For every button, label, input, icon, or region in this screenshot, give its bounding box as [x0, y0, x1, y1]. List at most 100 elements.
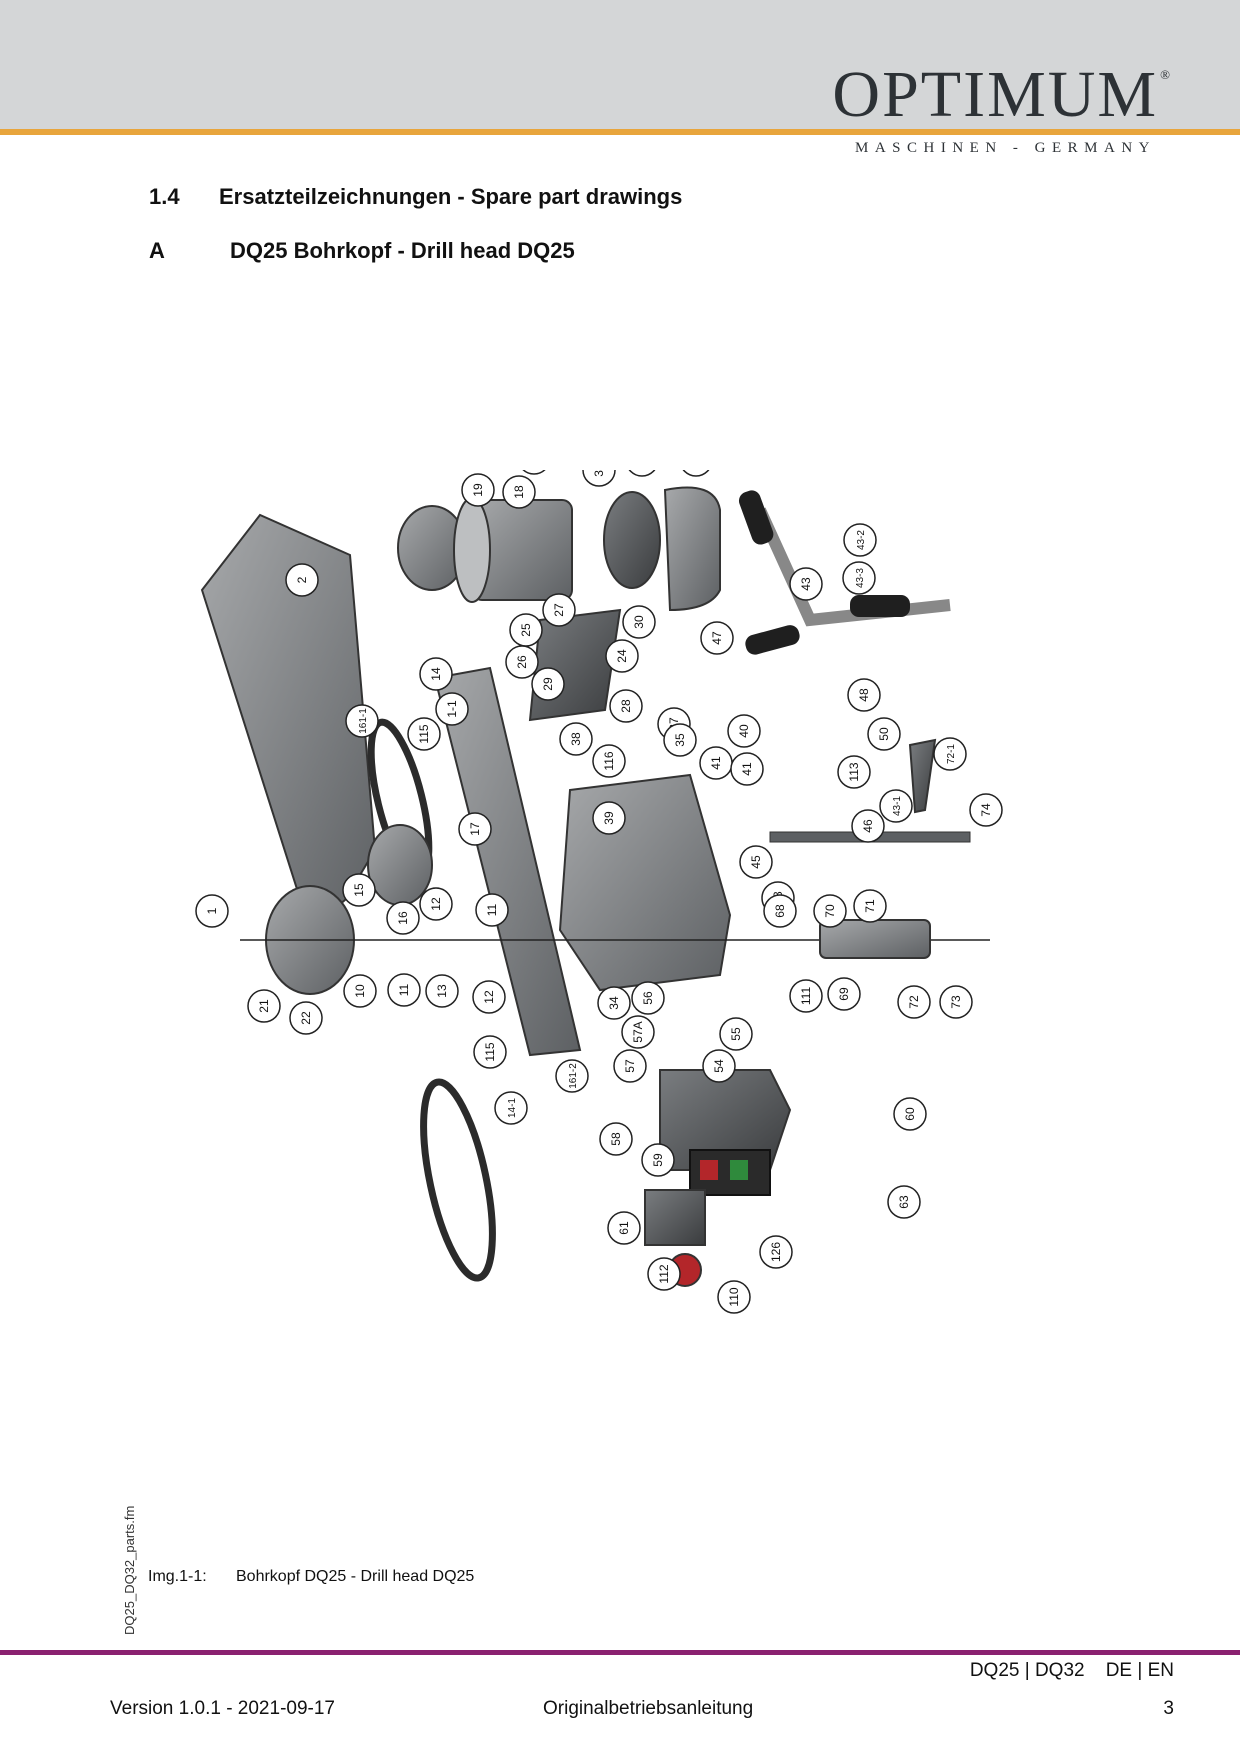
part-callout-label: 15	[352, 883, 366, 897]
part-callout-circle	[842, 561, 876, 595]
part-callout-label: 47	[710, 631, 724, 645]
section-number: 1.4	[149, 184, 180, 209]
part-callout-label: 11	[485, 903, 499, 916]
part-callout-label: 11	[397, 983, 411, 996]
header-band	[0, 0, 1240, 133]
part-callout-label: 115	[483, 1042, 497, 1061]
part-callout-circle	[853, 889, 887, 923]
figure-caption-text: Bohrkopf DQ25 - Drill head DQ25	[236, 1568, 475, 1585]
part-callout-circle	[607, 1211, 641, 1245]
part-callout-circle	[609, 689, 643, 723]
part-callout-label: 25	[519, 623, 533, 637]
part-callout-circle	[592, 744, 626, 778]
part-callout-label: 54	[712, 1059, 726, 1073]
part-callout-label: 1-1	[445, 700, 459, 718]
part-callout-circle	[195, 894, 229, 928]
part-callout-label: 161-2	[568, 1063, 579, 1089]
part-callout-circle	[939, 985, 973, 1019]
part-callout-label: 58	[609, 1132, 623, 1146]
part-callout-label: 30	[632, 615, 646, 629]
part-callout-label: 73	[949, 995, 963, 1009]
part-callout-label: 21	[257, 999, 271, 1013]
part-callout-label: 126	[769, 1242, 783, 1262]
part-callout-circle	[682, 470, 710, 477]
part-callout-label: 45	[749, 855, 763, 869]
part-callout-label: 17	[468, 822, 482, 836]
footer-page-number: 3	[1163, 1698, 1174, 1719]
motor-fan	[603, 491, 661, 589]
part-callout-circle	[879, 789, 913, 823]
part-callout-label: 41	[740, 762, 754, 776]
part-callout-circle	[621, 1015, 655, 1049]
part-callout-circle	[730, 752, 764, 786]
part-callout-circle	[289, 1001, 323, 1035]
part-callout-label: 115	[417, 724, 431, 743]
part-callout-label: 57A	[631, 1021, 645, 1042]
intermediate-pulley	[367, 824, 433, 906]
part-callout-circle	[887, 1185, 921, 1219]
part-callout-circle	[827, 977, 861, 1011]
part-callout-circle	[599, 1122, 633, 1156]
part-callout-circle	[893, 1097, 927, 1131]
part-callout-circle	[933, 737, 967, 771]
section-title: Ersatzteilzeichnungen - Spare part drawi…	[219, 184, 683, 209]
part-callout-label: 61	[617, 1221, 631, 1235]
part-callout-circle	[473, 1035, 507, 1069]
part-callout-circle	[631, 981, 665, 1015]
part-callout-circle	[425, 974, 459, 1008]
part-callout-label: 39	[602, 811, 616, 825]
part-callout-label: 27	[552, 603, 566, 617]
part-callout-circle	[759, 1235, 793, 1269]
part-callout-circle	[285, 563, 319, 597]
part-callout-circle	[641, 1143, 675, 1177]
part-callout-circle	[789, 979, 823, 1013]
part-callout-circle	[419, 887, 453, 921]
part-callout-circle	[700, 621, 734, 655]
part-callout-label: 19	[471, 483, 485, 497]
footer-document-name: Originalbetriebsanleitung	[543, 1698, 754, 1719]
part-callout-label: 22	[299, 1011, 313, 1025]
part-callout-circle	[867, 717, 901, 751]
part-callout-label: 1	[205, 907, 219, 914]
part-callout-label: 43	[799, 577, 813, 591]
part-callout-circle	[502, 475, 536, 509]
part-callout-label: 70	[823, 904, 837, 918]
part-callout-circle	[727, 714, 761, 748]
part-callout-circle	[419, 657, 453, 691]
part-callout-circle	[387, 973, 421, 1007]
part-callout-circle	[531, 667, 565, 701]
part-callout-label: 35	[673, 733, 687, 747]
part-callout-label: 30	[592, 470, 606, 477]
part-callout-label: 56	[641, 991, 655, 1005]
part-callout-label: 12	[482, 990, 496, 1004]
part-callout-label: 74	[979, 803, 993, 817]
head-housing	[558, 773, 732, 992]
part-callout-circle	[522, 470, 546, 475]
part-callout-label: 41	[709, 756, 723, 770]
v-belt-lower	[420, 1078, 496, 1282]
part-callout-circle	[555, 1059, 589, 1093]
part-callout-circle	[505, 645, 539, 679]
part-callout-circle	[342, 873, 376, 907]
part-callout-label: 113	[847, 762, 861, 781]
part-callout-circle	[407, 717, 441, 751]
part-callout-circle	[494, 1091, 528, 1125]
part-callout-circle	[717, 1280, 751, 1314]
part-callout-circle	[851, 809, 885, 843]
part-callout-label: 69	[837, 987, 851, 1001]
part-callout-circle	[461, 473, 495, 507]
part-callout-label: 116	[602, 751, 616, 770]
part-callout-label: 111	[799, 987, 813, 1006]
part-callout-label: 28	[619, 699, 633, 713]
part-callout-circle	[605, 639, 639, 673]
part-callout-label: 110	[727, 1287, 741, 1306]
part-callout-label: 112	[657, 1264, 671, 1283]
part-callout-label: 24	[615, 649, 629, 663]
part-callout-label: 10	[353, 984, 367, 998]
fan-cover	[663, 486, 721, 612]
part-callout-label: 50	[877, 727, 891, 741]
part-callout-circle	[597, 986, 631, 1020]
part-callout-circle	[719, 1017, 753, 1051]
part-callout-label: 38	[569, 732, 583, 746]
